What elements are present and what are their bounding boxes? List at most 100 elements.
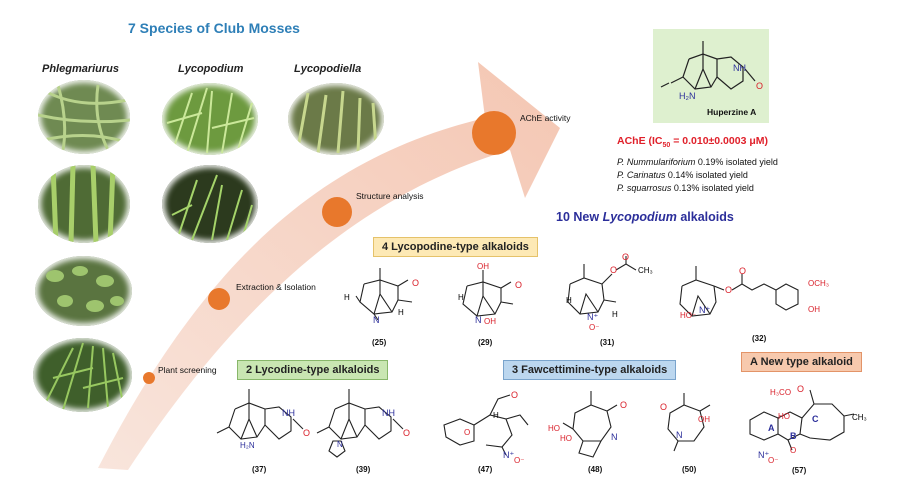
m57-ch3: CH₃ (852, 413, 867, 422)
m29-oh2: OH (484, 317, 496, 326)
yield-line: P. Carinatus 0.14% isolated yield (617, 170, 748, 180)
m31-h2: H (612, 310, 618, 319)
group-new-type: A New type alkaloid (741, 352, 862, 372)
yield-line: P. Nummulariforium 0.19% isolated yield (617, 157, 778, 167)
m48-n: N (611, 432, 618, 442)
group-lycopodine: 4 Lycopodine-type alkaloids (373, 237, 538, 257)
compound-id-37: (37) (252, 465, 267, 474)
plant-photo (38, 80, 130, 154)
m50-oh: OH (698, 415, 710, 424)
step-label-plant-screening: Plant screening (158, 365, 217, 375)
molecule-25 (355, 268, 413, 321)
m39-o: O (403, 428, 411, 438)
huperzine-structure-box: NH O H₂N Huperzine A (653, 29, 769, 123)
m31-o2: O (622, 252, 630, 262)
huperzine-h2n-label: H₂N (679, 91, 696, 101)
m48-ho2: HO (560, 434, 572, 443)
m57-nplus: N⁺ (758, 450, 770, 460)
molecule-31 (567, 256, 637, 315)
m37-h2n: H₂N (240, 441, 255, 450)
m29-oh: OH (477, 262, 489, 271)
m39-n: N (337, 440, 343, 449)
compound-id-39: (39) (356, 465, 371, 474)
m37-o: O (303, 428, 311, 438)
m47-o: O (511, 390, 519, 400)
compound-id-25: (25) (372, 338, 387, 347)
m32-o2: O (739, 266, 747, 276)
molecule-39 (316, 389, 404, 458)
m31-ch3: CH₃ (638, 266, 653, 275)
m31-nplus: N⁺ (587, 312, 599, 322)
compound-id-32: (32) (752, 334, 767, 343)
group-fawcettimine: 3 Fawcettimine-type alkaloids (503, 360, 677, 380)
plant-photo (35, 256, 132, 326)
molecule-32 (679, 266, 799, 317)
compound-id-31: (31) (600, 338, 615, 347)
m39-nh: NH (382, 408, 395, 418)
m47-ominus: O⁻ (514, 456, 525, 465)
molecule-47 (443, 394, 529, 456)
molecule-50 (667, 393, 711, 452)
step-dot (472, 111, 516, 155)
m57-ring-a: A (768, 423, 775, 433)
m29-o: O (515, 280, 523, 290)
m47-h: H (493, 411, 499, 420)
m57-ring-b: B (790, 431, 797, 441)
plant-photo (288, 83, 384, 155)
molecule-37 (216, 389, 304, 440)
step-dot (208, 288, 230, 310)
step-dot (322, 197, 352, 227)
m48-o: O (620, 400, 628, 410)
m57-h3co: H₃CO (770, 388, 792, 397)
yield-line: P. squarrosus 0.13% isolated yield (617, 183, 754, 193)
genus-label-lycopodiella: Lycopodiella (294, 63, 362, 75)
m57-ring-c: C (812, 414, 819, 424)
ache-ic50-value: AChE (IC50 = 0.010±0.0003 μM) (617, 135, 769, 150)
m32-nplus: N⁺ (699, 305, 711, 315)
huperzine-name: Huperzine A (707, 107, 757, 117)
m31-o: O (610, 265, 618, 275)
step-label-structure-analysis: Structure analysis (356, 191, 424, 201)
plant-photo (162, 165, 258, 243)
compound-id-48: (48) (588, 465, 603, 474)
m48-ho: HO (548, 424, 560, 433)
step-dot (143, 372, 155, 384)
molecule-48 (562, 391, 618, 458)
m31-h: H (566, 296, 572, 305)
page-title: 7 Species of Club Mosses (128, 20, 300, 36)
m25-n: N (373, 315, 380, 325)
compound-id-29: (29) (478, 338, 493, 347)
group-lycodine: 2 Lycodine-type alkaloids (237, 360, 389, 380)
m32-hominus: HO⁻ (680, 311, 697, 320)
m37-nh: NH (282, 408, 295, 418)
plant-photo (33, 338, 132, 412)
m57-o: O (797, 384, 805, 394)
m25-h: H (398, 308, 404, 317)
step-label-extraction: Extraction & Isolation (236, 282, 316, 292)
plant-photo (162, 83, 258, 155)
genus-label-lycopodium: Lycopodium (178, 63, 244, 75)
m32-o: O (725, 285, 733, 295)
step-label-ache-activity: AChE activity (520, 113, 571, 123)
genus-label-phlegmariurus: Phlegmariurus (42, 63, 120, 75)
m31-ominus: O⁻ (589, 323, 600, 332)
m25-h: H (344, 293, 350, 302)
compound-id-57: (57) (792, 466, 807, 475)
m29-n: N (475, 315, 482, 325)
compound-id-50: (50) (682, 465, 697, 474)
m32-oh: OH (808, 305, 820, 314)
m57-o2: O (790, 446, 797, 455)
m47-nplus: N⁺ (503, 450, 515, 460)
huperzine-structure (660, 41, 756, 90)
m57-ho: HO (778, 412, 790, 421)
huperzine-o-label: O (756, 81, 764, 91)
molecule-29 (462, 270, 514, 317)
m50-n: N (676, 430, 683, 440)
new-alkaloids-heading: 10 New Lycopodium alkaloids (556, 210, 734, 224)
m50-o: O (660, 402, 668, 412)
plant-photo (38, 165, 130, 243)
m32-och3: OCH₃ (808, 279, 830, 288)
compound-id-47: (47) (478, 465, 493, 474)
huperzine-nh-label: NH (733, 63, 746, 73)
